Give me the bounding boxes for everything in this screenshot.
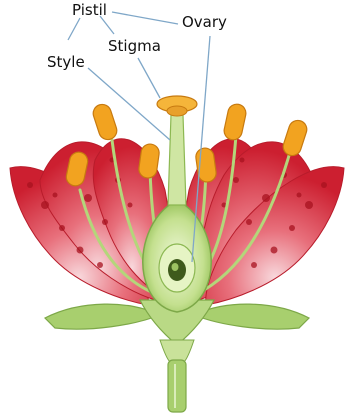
stigma (157, 96, 197, 116)
style (168, 115, 186, 205)
ovary-label: Ovary (182, 15, 227, 30)
pistil-to-ovary-line (112, 12, 178, 24)
stigma-label: Stigma (108, 39, 161, 54)
stem (168, 360, 186, 412)
style-label: Style (47, 55, 85, 70)
stigma-pointer-line (138, 58, 160, 98)
pistil-to-style-line (68, 18, 80, 40)
pistil-label: Pistil (72, 3, 107, 18)
